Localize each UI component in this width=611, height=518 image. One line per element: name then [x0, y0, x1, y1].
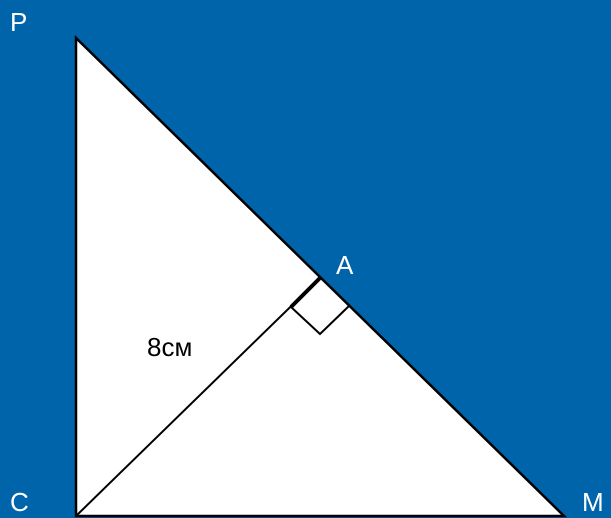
vertex-label-m: M: [582, 487, 604, 517]
vertex-label-a: A: [336, 250, 354, 280]
altitude-ca: [75, 277, 321, 517]
right-angle-marker: [290, 305, 350, 336]
vertex-label-c: C: [10, 487, 29, 517]
right-angle-thick-edge: [289, 276, 322, 309]
vertex-label-p: P: [10, 7, 27, 37]
altitude-length-label: 8см: [147, 332, 192, 362]
